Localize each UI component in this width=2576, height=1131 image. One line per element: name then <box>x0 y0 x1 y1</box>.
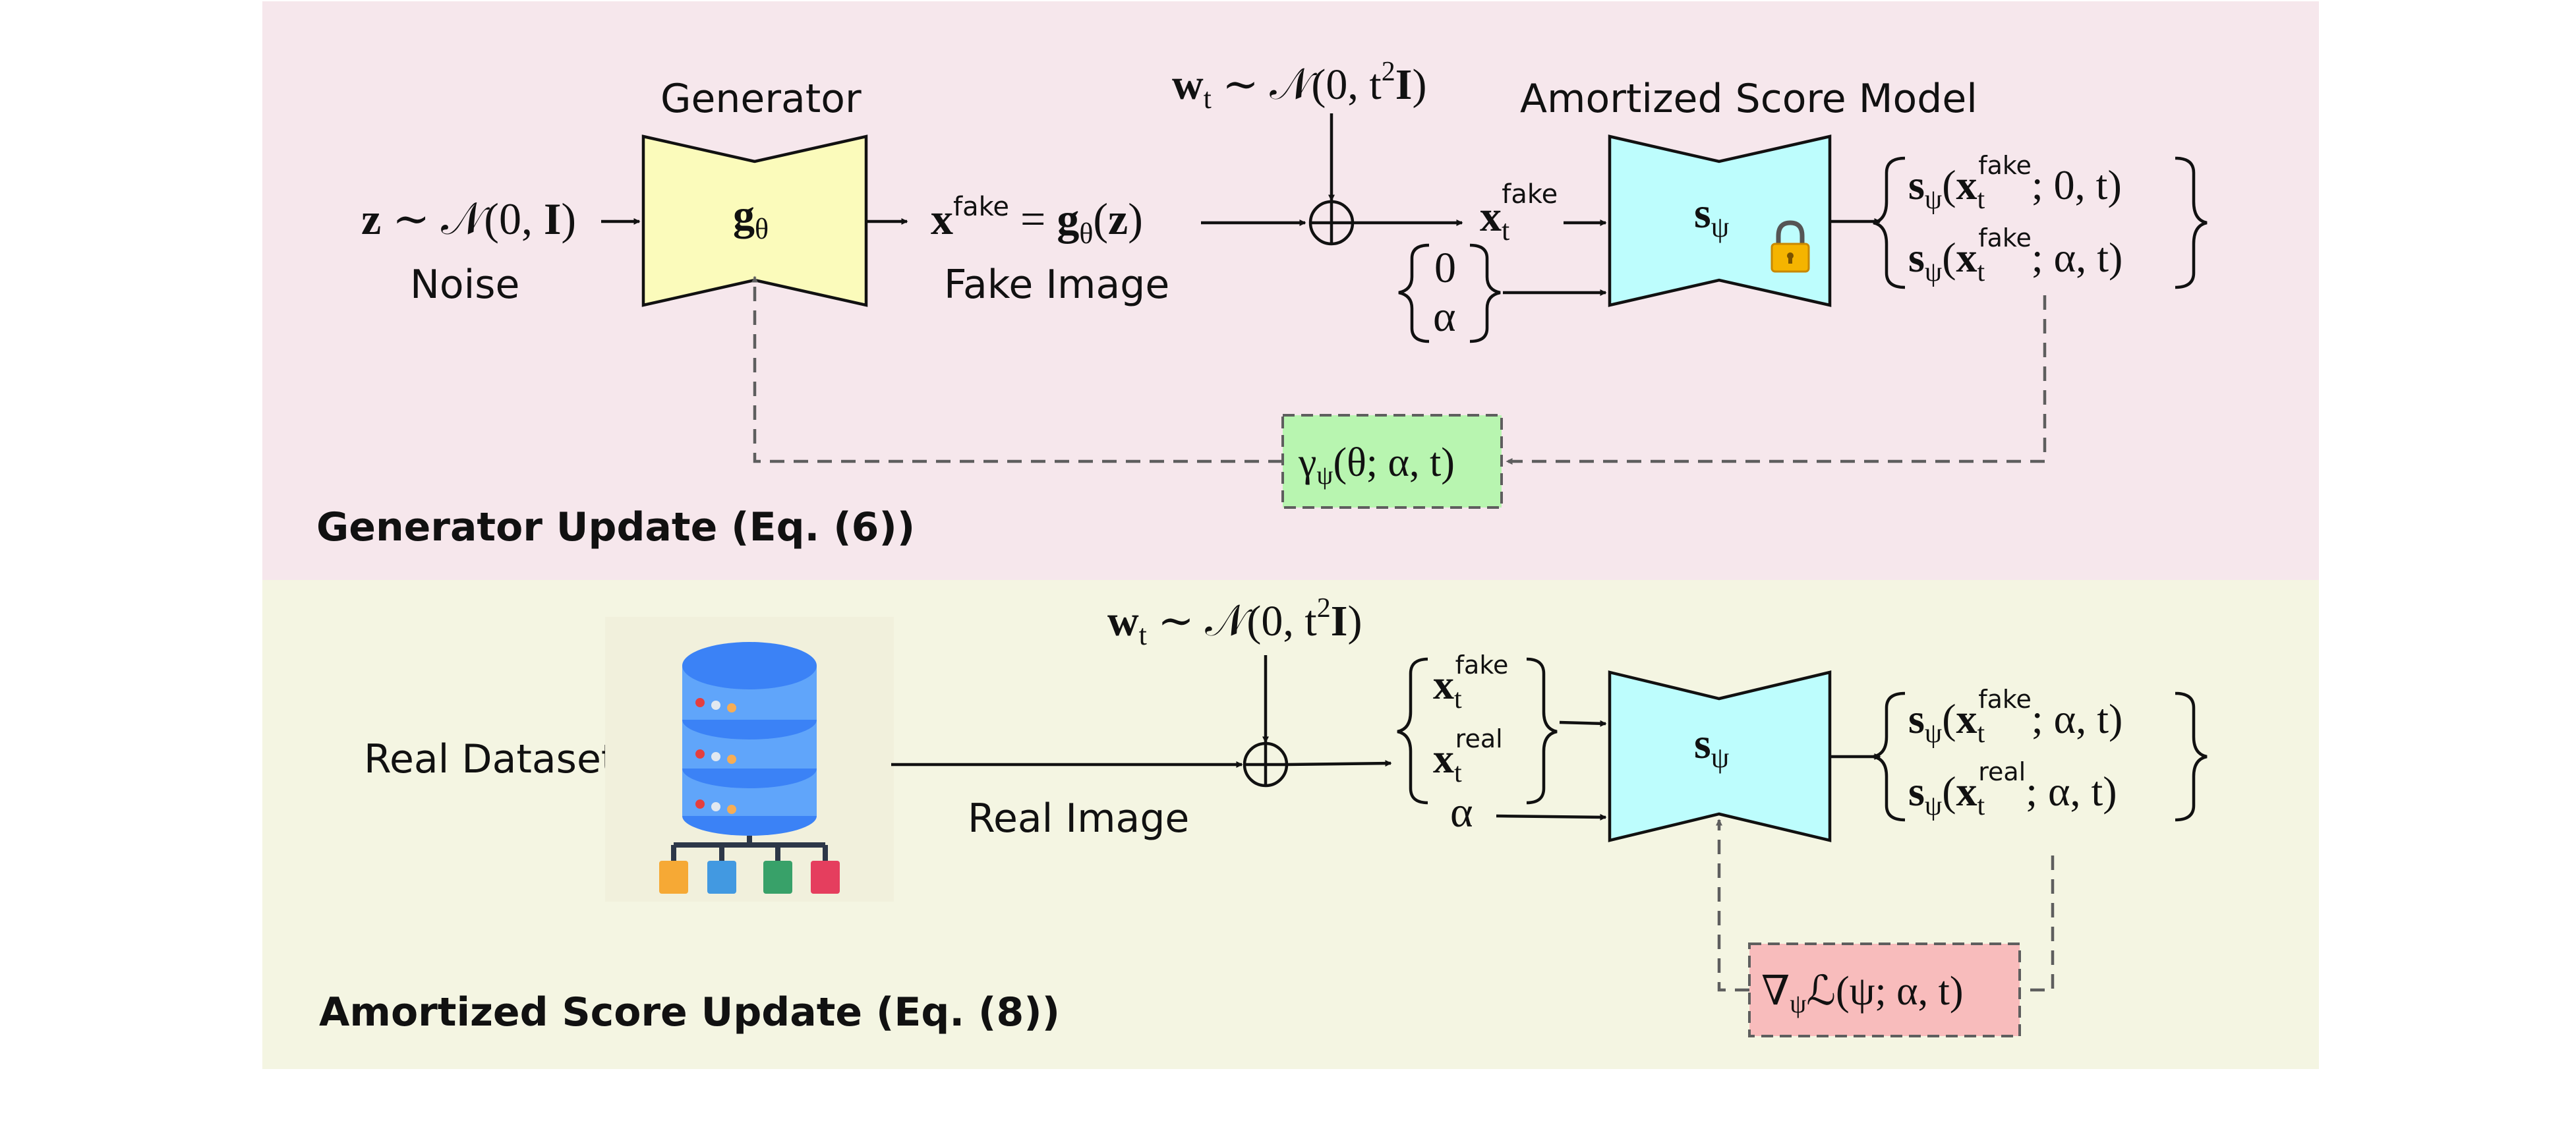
arrow-alpha-to-score <box>1496 813 1607 821</box>
score-update-title: Amortized Score Update (Eq. (8)) <box>319 989 1060 1035</box>
conditions-bracket: 0 α <box>1398 243 1501 343</box>
dashed-gamma-to-generator <box>751 276 1283 463</box>
generator-label: Generator <box>660 76 862 122</box>
fake-image: xfake = gθ(z) Fake Image <box>931 192 1169 308</box>
noise-sample-bottom: wt ∼ 𝒩(0, t2I) <box>1107 593 1362 651</box>
score-symbol-top: sψ <box>1694 189 1729 243</box>
database-icon <box>605 617 894 902</box>
score-model-bottom <box>1608 670 1832 842</box>
svg-text:sψ(xtfake; α, t): sψ(xtfake; α, t) <box>1908 223 2122 287</box>
output-bottom: sψ(xtfake; α, t) sψ(xtreal; α, t) <box>1873 685 2208 822</box>
score-symbol-bottom: sψ <box>1694 720 1729 774</box>
noise-input: z ∼ 𝒩(0, I) Noise <box>361 194 576 308</box>
real-dataset-label: Real Dataset <box>364 736 616 782</box>
svg-text:xtreal: xtreal <box>1433 724 1503 788</box>
svg-text:xtfake: xtfake <box>1433 651 1508 714</box>
oplus-bottom <box>1243 741 1289 788</box>
gamma-text: γψ(θ; α, t) <box>1298 440 1455 490</box>
svg-text:sψ(xtreal; α, t): sψ(xtreal; α, t) <box>1908 757 2117 821</box>
noise-label: Noise <box>410 262 519 308</box>
svg-text:z ∼ 𝒩(0, I): z ∼ 𝒩(0, I) <box>361 194 576 244</box>
dashed-grad-to-score <box>1716 819 1749 992</box>
fake-image-label: Fake Image <box>944 262 1169 308</box>
svg-text:sψ(xtfake; 0, t): sψ(xtfake; 0, t) <box>1908 151 2122 215</box>
alpha-bottom: α <box>1450 788 1473 836</box>
svg-text:xfake = gθ(z): xfake = gθ(z) <box>931 192 1143 250</box>
svg-text:α: α <box>1433 293 1456 341</box>
grad-box <box>1748 942 2021 1037</box>
generator-block-shape <box>641 134 868 307</box>
score-model-label: Amortized Score Model <box>1520 76 1977 122</box>
oplus-top <box>1308 200 1355 246</box>
arrow-oplus-to-inputs <box>1286 760 1392 767</box>
generator-update-title: Generator Update (Eq. (6)) <box>316 504 915 550</box>
inputs-bracket: xtfake xtreal <box>1397 651 1558 805</box>
lock-icon <box>1771 220 1810 273</box>
noisy-input-top: xtfake <box>1480 179 1558 246</box>
arrow-inputs-to-score <box>1559 720 1607 727</box>
generator-symbol: gθ <box>733 191 769 245</box>
dashed-output-to-grad <box>2021 856 2055 992</box>
output-top: sψ(xtfake; 0, t) sψ(xtfake; α, t) <box>1873 151 2208 289</box>
real-image-label: Real Image <box>968 796 1189 842</box>
svg-text:sψ(xtfake; α, t): sψ(xtfake; α, t) <box>1908 685 2122 749</box>
svg-text:0: 0 <box>1434 244 1456 292</box>
dashed-output-to-gamma <box>1506 295 2047 465</box>
